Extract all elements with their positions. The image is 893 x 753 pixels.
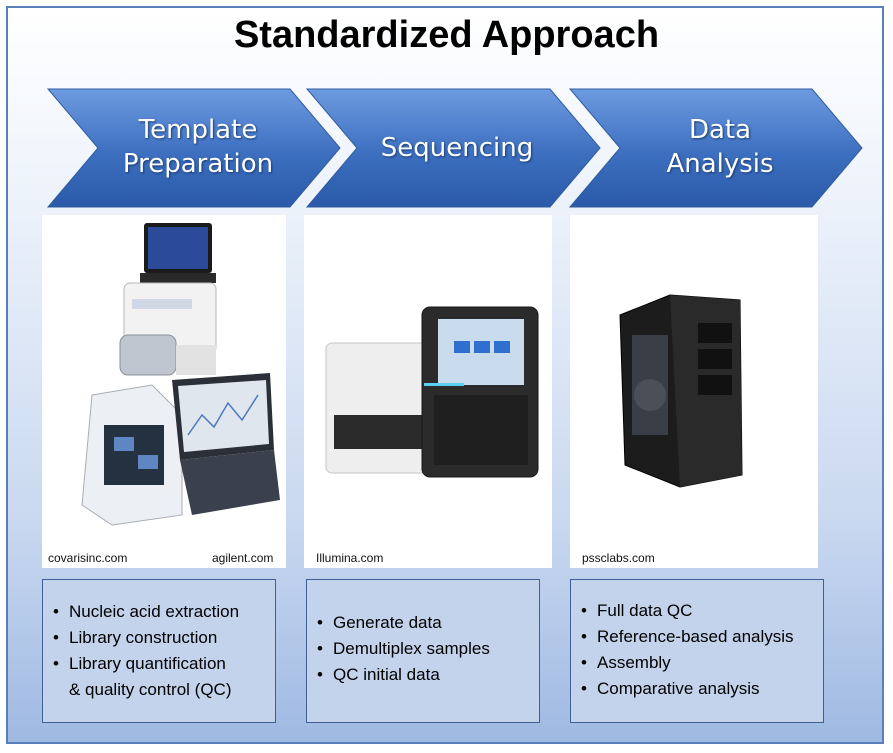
chevron-arrow-template-preparation xyxy=(46,88,341,208)
image-panel-data-analysis xyxy=(570,215,818,568)
task-list-data-analysis: •Full data QC •Reference-based analysis … xyxy=(570,579,824,723)
list-item: •Reference-based analysis xyxy=(581,627,794,646)
chevron-arrow-data-analysis xyxy=(568,88,863,208)
list-item-continuation: & quality control (QC) xyxy=(69,680,232,699)
list-item: •Library quantification xyxy=(53,654,226,673)
computer-tower-illustration xyxy=(619,294,743,488)
list-item: •Comparative analysis xyxy=(581,679,760,698)
image-credit-pssclabs: pssclabs.com xyxy=(582,551,655,565)
task-list-sequencing: •Generate data •Demultiplex samples •QC … xyxy=(306,579,540,723)
instrument-illustration-template-prep xyxy=(81,223,280,526)
sequencer-illustration xyxy=(325,306,539,478)
list-item: •Library construction xyxy=(53,628,218,647)
list-item: •Generate data xyxy=(317,613,442,632)
image-credit-covaris: covarisinc.com xyxy=(48,551,128,565)
step-label-template-preparation: Template Preparation xyxy=(122,115,274,179)
list-item: •Assembly xyxy=(581,653,671,672)
chevron-arrow-sequencing xyxy=(305,88,601,208)
image-credit-illumina: Illumina.com xyxy=(316,551,384,565)
image-panel-template-preparation xyxy=(42,215,286,568)
step-label-sequencing: Sequencing xyxy=(380,133,534,163)
image-credit-agilent: agilent.com xyxy=(212,551,274,565)
list-item: •Nucleic acid extraction xyxy=(53,602,240,621)
step-label-data-analysis: Data Analysis xyxy=(666,115,774,179)
list-item: •QC initial data xyxy=(317,665,440,684)
task-list-template-preparation: •Nucleic acid extraction •Library constr… xyxy=(42,579,276,723)
list-item: •Demultiplex samples xyxy=(317,639,490,658)
list-item: •Full data QC xyxy=(581,601,693,620)
image-panel-sequencing xyxy=(304,215,552,568)
diagram-title: Standardized Approach xyxy=(233,14,660,56)
